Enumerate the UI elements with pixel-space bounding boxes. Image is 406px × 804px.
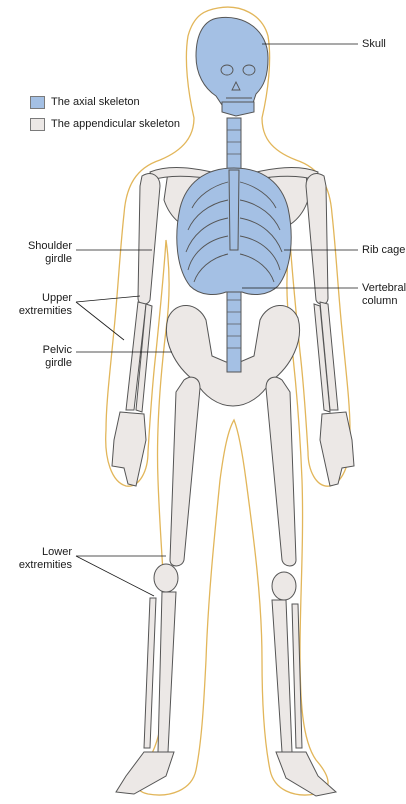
legend-item-appendicular: The appendicular skeleton — [30, 114, 180, 134]
label-pelvic-girdle: Pelvic girdle — [4, 344, 72, 370]
legend: The axial skeleton The appendicular skel… — [30, 92, 180, 136]
label-lower-extremities: Lower extremities — [4, 546, 72, 572]
mandible — [222, 102, 254, 116]
left-femur — [170, 377, 200, 566]
skull — [196, 17, 268, 110]
label-rib-cage: Rib cage — [362, 244, 405, 257]
leader-upper-ext-1 — [76, 296, 140, 302]
left-hand — [112, 412, 146, 486]
legend-swatch-appendicular — [30, 118, 45, 131]
sternum — [229, 170, 239, 250]
right-humerus — [306, 174, 328, 305]
leader-upper-ext-2 — [76, 302, 124, 340]
right-patella — [272, 572, 296, 600]
legend-swatch-axial — [30, 96, 45, 109]
left-foot — [116, 752, 174, 794]
legend-label-axial: The axial skeleton — [51, 96, 140, 108]
left-tibia — [158, 592, 176, 752]
label-skull: Skull — [362, 38, 386, 51]
label-vertebral-column: Vertebral column — [362, 282, 406, 308]
right-hand — [320, 412, 354, 486]
leader-lower-ext-2 — [76, 556, 154, 596]
right-foot — [276, 752, 336, 796]
left-fibula — [144, 598, 156, 748]
left-humerus — [138, 174, 160, 305]
label-shoulder-girdle: Shoulder girdle — [4, 240, 72, 266]
right-femur — [266, 377, 296, 566]
right-tibia — [272, 600, 292, 752]
left-patella — [154, 564, 178, 592]
legend-item-axial: The axial skeleton — [30, 92, 180, 112]
label-upper-extremities: Upper extremities — [4, 292, 72, 318]
legend-label-appendicular: The appendicular skeleton — [51, 118, 180, 130]
